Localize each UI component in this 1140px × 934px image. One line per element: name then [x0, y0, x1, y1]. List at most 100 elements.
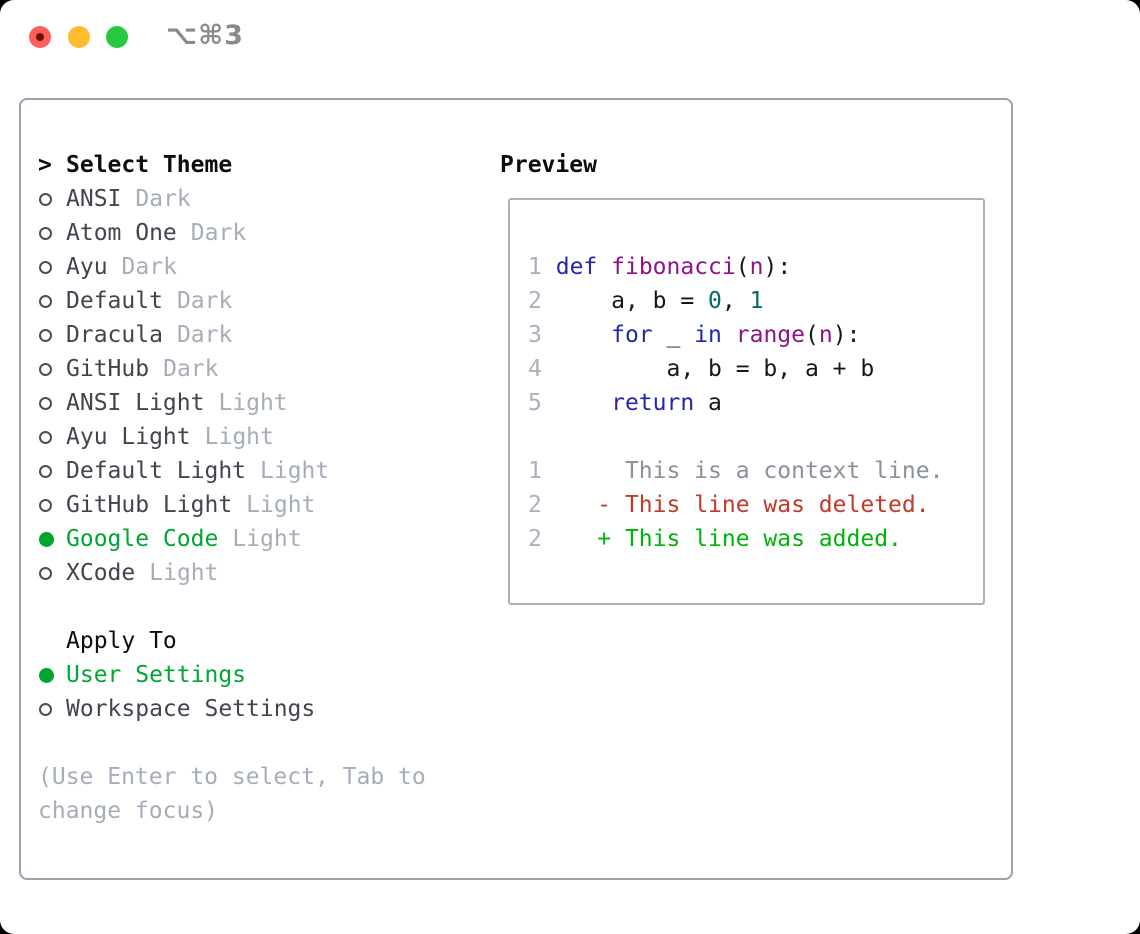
- theme-name-label: Ayu Light: [66, 424, 191, 450]
- theme-variant-label: Dark: [176, 288, 233, 314]
- theme-variant-label: Light: [204, 424, 274, 450]
- radio-circle-icon: [39, 192, 52, 206]
- apply-option-label: User Settings: [66, 662, 247, 688]
- line-number: 2: [528, 492, 542, 518]
- code-token: [542, 390, 611, 416]
- preview-heading: Preview: [500, 152, 597, 178]
- theme-list-header: > Select Theme: [38, 148, 426, 182]
- code-line: 5 return a: [528, 386, 983, 420]
- code-token: fibonacci: [611, 254, 736, 280]
- code-line: 3 for _ in range(n):: [528, 318, 983, 352]
- theme-name-label: GitHub: [66, 356, 150, 382]
- close-button[interactable]: [29, 26, 51, 48]
- minimize-button[interactable]: [68, 26, 90, 48]
- radio-circle-icon: [39, 396, 52, 410]
- line-number: 2: [528, 288, 542, 314]
- theme-variant-label: Light: [246, 492, 316, 518]
- radio-slot: [38, 430, 66, 444]
- code-line: 4 a, b = b, a + b: [528, 352, 983, 386]
- code-token: [542, 322, 611, 348]
- theme-name-label: Ayu: [66, 254, 108, 280]
- radio-slot: [38, 566, 66, 580]
- theme-option[interactable]: ANSI Light Light: [38, 386, 426, 420]
- theme-option[interactable]: Ayu Light Light: [38, 420, 426, 454]
- theme-name-label: ANSI: [66, 186, 122, 212]
- theme-name-label: Dracula: [66, 322, 163, 348]
- hint-line-1: (Use Enter to select, Tab to: [38, 764, 426, 790]
- code-token: a: [694, 390, 722, 416]
- line-number: 5: [528, 390, 542, 416]
- radio-slot: [38, 362, 66, 376]
- theme-variant-label: Dark: [190, 220, 247, 246]
- line-number: 3: [528, 322, 542, 348]
- code-token: in: [694, 322, 722, 348]
- line-number: 2: [528, 526, 542, 552]
- code-token: a, b = b, a + b: [541, 356, 875, 382]
- radio-selected-icon: [39, 667, 54, 683]
- code-token: n: [818, 322, 833, 348]
- radio-circle-icon: [39, 328, 52, 342]
- theme-variant-label: Light: [232, 526, 302, 552]
- line-number: 1: [528, 458, 542, 484]
- theme-variant-label: Light: [260, 458, 330, 484]
- theme-variant-label: Dark: [163, 356, 219, 382]
- zoom-button[interactable]: [106, 26, 128, 48]
- code-token: [597, 254, 611, 280]
- radio-slot: [38, 294, 66, 308]
- theme-name-label: XCode: [66, 560, 136, 586]
- code-line: 2 + This line was added.: [528, 522, 983, 556]
- code-line: 2 a, b = 0, 1: [528, 284, 983, 318]
- code-line: 2 - This line was deleted.: [528, 488, 983, 522]
- theme-variant-label: Dark: [121, 254, 177, 280]
- theme-option[interactable]: Atom One Dark: [38, 216, 426, 250]
- code-token: [722, 322, 736, 348]
- code-token: ,: [721, 288, 750, 314]
- radio-circle-icon: [39, 294, 52, 308]
- radio-slot: [38, 498, 66, 512]
- radio-slot: [38, 328, 66, 342]
- theme-option[interactable]: Ayu Dark: [38, 250, 426, 284]
- code-token: + This line was added.: [541, 526, 902, 552]
- radio-circle-icon: [39, 226, 52, 240]
- code-line: 1 def fibonacci(n):: [528, 250, 983, 284]
- code-line: 1 This is a context line.: [528, 454, 983, 488]
- code-token: 1: [749, 288, 764, 314]
- code-line: [528, 420, 983, 454]
- radio-slot: [38, 260, 66, 274]
- code-token: return: [611, 390, 695, 416]
- radio-circle-icon: [39, 498, 52, 512]
- focus-caret-icon: >: [38, 152, 52, 178]
- code-token: ):: [832, 322, 861, 348]
- theme-variant-label: Light: [218, 390, 288, 416]
- hint-line-2: change focus): [38, 798, 219, 824]
- radio-selected-icon: [39, 531, 54, 547]
- theme-option[interactable]: GitHub Dark: [38, 352, 426, 386]
- theme-variant-label: Dark: [135, 186, 191, 212]
- code-token: 0: [708, 288, 722, 314]
- select-theme-heading: Select Theme: [66, 152, 233, 178]
- theme-option[interactable]: GitHub Light Light: [38, 488, 426, 522]
- window-shortcut-title: ⌥⌘3: [166, 20, 244, 51]
- code-token: (: [805, 322, 819, 348]
- line-number: 4: [528, 356, 542, 382]
- theme-option[interactable]: ANSI Dark: [38, 182, 426, 216]
- apply-to-heading: Apply To: [66, 628, 177, 654]
- theme-name-label: GitHub Light: [66, 492, 233, 518]
- code-token: a, b =: [541, 288, 709, 314]
- theme-name-label: Atom One: [66, 220, 177, 246]
- code-token: n: [749, 254, 764, 280]
- apply-option[interactable]: User Settings: [38, 658, 426, 692]
- apply-option[interactable]: Workspace Settings: [38, 692, 426, 726]
- theme-name-label: ANSI Light: [66, 390, 205, 416]
